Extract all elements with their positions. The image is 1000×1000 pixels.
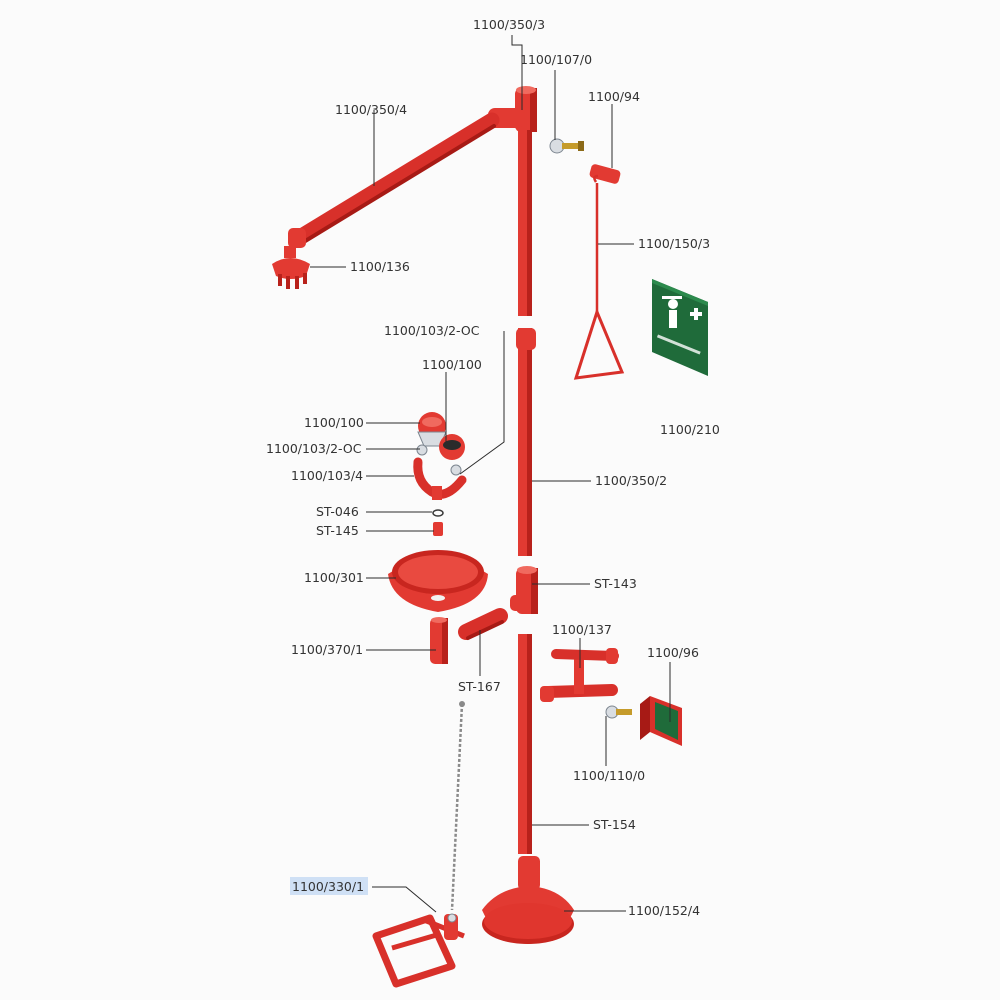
eye-wash-elbow [430, 617, 448, 664]
shower-valve [549, 138, 584, 154]
wall-bracket [640, 696, 682, 746]
part-label: 1100/210 [660, 422, 720, 437]
part-label: ST-143 [594, 576, 637, 591]
part-label: 1100/137 [552, 622, 612, 637]
part-label: ST-046 [316, 504, 359, 519]
leader-lines [310, 35, 671, 913]
part-label: 1100/110/0 [573, 768, 645, 783]
connector-pipe [458, 608, 508, 640]
highlight-box [290, 877, 368, 895]
o-ring [432, 509, 444, 517]
part-label: ST-145 [316, 523, 359, 538]
lower-vertical-pipe [518, 634, 532, 854]
foot-valve [605, 705, 632, 719]
part-label: 1100/330/1 [292, 879, 364, 894]
part-label: 1100/103/2-OC [266, 441, 362, 456]
safety-sign [652, 279, 708, 376]
pedal-chain [450, 701, 465, 911]
small-nipple-fitting [433, 522, 443, 536]
part-label: 1100/152/4 [628, 903, 700, 918]
shower-head [272, 246, 310, 289]
mid-tee-fitting [510, 566, 538, 614]
part-label: 1100/150/3 [638, 236, 710, 251]
pull-rod-triangle [573, 174, 625, 380]
foot-pedal [372, 913, 465, 988]
part-label: 1100/370/1 [291, 642, 363, 657]
part-label: 1100/94 [588, 89, 640, 104]
part-label: 1100/100 [422, 357, 482, 372]
eye-wash-bowl [388, 550, 488, 612]
eye-wash-assembly [413, 412, 467, 500]
part-label: 1100/107/0 [520, 52, 592, 67]
part-label: 1100/350/4 [335, 102, 407, 117]
part-label: 1100/350/2 [595, 473, 667, 488]
part-label: 1100/96 [647, 645, 699, 660]
floor-base [482, 856, 574, 944]
part-label: 1100/100 [304, 415, 364, 430]
shower-arm-pipe [288, 112, 500, 248]
middle-vertical-pipe [516, 328, 536, 556]
part-labels: 1100/350/3 1100/107/0 1100/350/4 1100/94… [266, 17, 720, 918]
upper-vertical-pipe [518, 130, 532, 316]
part-label: ST-154 [593, 817, 636, 832]
part-label: 1100/136 [350, 259, 410, 274]
part-label: ST-167 [458, 679, 501, 694]
part-label: 1100/301 [304, 570, 364, 585]
part-label: 1100/103/2-OC [384, 323, 480, 338]
pull-rod-fitting [589, 164, 621, 184]
foot-valve-branch [540, 648, 619, 702]
part-label: 1100/103/4 [291, 468, 363, 483]
part-label: 1100/350/3 [473, 17, 545, 32]
